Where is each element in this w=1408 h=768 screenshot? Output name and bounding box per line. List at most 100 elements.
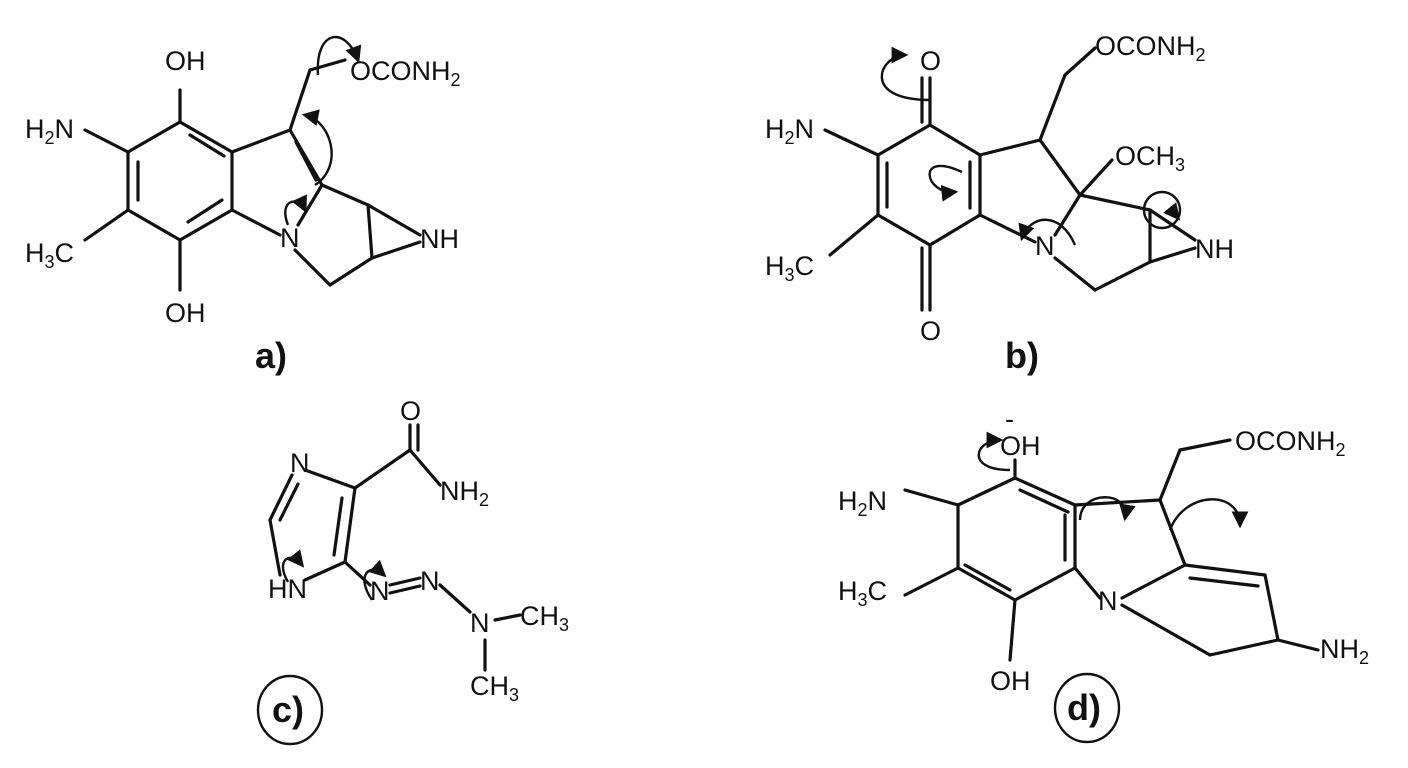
bond-line xyxy=(1178,438,1232,452)
atom-label: N xyxy=(280,223,300,253)
bond-line xyxy=(288,68,312,132)
atom-label: H3C xyxy=(25,238,74,272)
bond-line xyxy=(343,486,357,564)
atom-label: NH2 xyxy=(440,476,489,510)
atom-label: OH xyxy=(165,298,206,328)
bond-line xyxy=(956,476,1017,507)
bond-line xyxy=(1013,566,1077,602)
caption-a: a) xyxy=(255,335,287,376)
bond-line xyxy=(1008,598,1017,662)
bond-line xyxy=(1073,498,1162,507)
curved-arrow xyxy=(1078,496,1136,522)
bond-line xyxy=(1158,448,1182,502)
curved-arrow xyxy=(316,35,362,76)
atom-label: OCH3 xyxy=(1115,141,1185,175)
bond-line xyxy=(1263,573,1280,642)
bond-line xyxy=(1038,138,1082,197)
atom-label: N xyxy=(370,576,390,606)
curved-arrow xyxy=(880,46,931,102)
atom-label: N xyxy=(290,448,310,478)
bond-line xyxy=(1038,73,1067,142)
bond-line xyxy=(1073,566,1102,600)
bond-line xyxy=(126,120,182,154)
bond-line xyxy=(370,240,422,260)
bond-line xyxy=(328,256,374,287)
curved-arrow xyxy=(1168,498,1249,531)
atom-label: HN xyxy=(268,574,307,604)
bond-line xyxy=(1158,498,1187,567)
caption-b: b) xyxy=(1005,335,1039,376)
bond-line xyxy=(83,128,130,154)
molecule-d: OH - OH H2N H3C N OCONH2 NH2 d) xyxy=(838,404,1369,728)
caption-d: d) xyxy=(1067,687,1101,728)
atom-label: OCONH2 xyxy=(1095,31,1206,65)
curved-arrow xyxy=(363,559,387,601)
bond-line xyxy=(903,566,960,597)
bond-line xyxy=(388,584,422,595)
caption-c: c) xyxy=(272,689,304,730)
bond-line xyxy=(268,518,282,577)
bond-line xyxy=(294,140,318,182)
atom-label: N xyxy=(1098,586,1118,616)
bond-line xyxy=(1078,158,1114,197)
curved-arrow xyxy=(281,549,305,583)
bond-line xyxy=(296,183,324,227)
atom-label: H3C xyxy=(765,251,814,285)
molecule-a: OH OH H2N H3C N NH OCONH2 a) xyxy=(25,46,461,376)
caption-circle xyxy=(256,674,324,746)
atom-label: N xyxy=(420,566,440,596)
bond-line xyxy=(928,123,982,157)
atom-label: OH xyxy=(165,46,206,76)
bond-line xyxy=(343,560,372,587)
bond-line xyxy=(1053,193,1082,237)
bonds xyxy=(83,46,1320,672)
curved-arrow xyxy=(301,109,333,186)
bond-line xyxy=(308,58,347,72)
atom-label: O xyxy=(400,396,421,426)
curved-arrows xyxy=(256,35,1249,746)
bond-line xyxy=(178,120,234,154)
bond-line xyxy=(876,213,932,247)
molecule-c: O NH2 N HN N N N CH3 CH3 c) xyxy=(268,396,569,730)
charge-label: - xyxy=(1005,404,1014,434)
bond-line xyxy=(1276,638,1320,652)
bond-line xyxy=(288,128,324,187)
bond-line xyxy=(1208,638,1280,657)
bond-line xyxy=(1183,563,1267,577)
bond-line xyxy=(303,560,347,582)
curved-arrow xyxy=(928,164,963,202)
atom-label: OCONH2 xyxy=(1235,426,1346,460)
bond-line xyxy=(366,203,374,260)
atom-label: NH xyxy=(420,224,459,254)
bond-line xyxy=(1120,603,1212,657)
bond-line xyxy=(408,448,442,487)
bond-line xyxy=(928,213,982,247)
molecule-b: O O H2N H3C N NH OCONH2 OCH3 b) xyxy=(765,31,1234,376)
bond-line xyxy=(320,183,370,207)
bond-line xyxy=(278,482,300,522)
curved-arrow xyxy=(1018,218,1077,246)
bond-line xyxy=(83,208,130,242)
bond-line xyxy=(353,448,412,490)
bond-line xyxy=(823,128,880,157)
bond-line xyxy=(956,566,1017,602)
bond-line xyxy=(230,208,282,237)
atom-label: NH2 xyxy=(1320,634,1369,668)
bond-line xyxy=(1078,193,1152,212)
bond-line xyxy=(1053,256,1097,292)
bond-line xyxy=(828,213,880,257)
bond-line xyxy=(186,198,224,224)
curved-arrow xyxy=(284,194,307,226)
atom-label: CH3 xyxy=(470,671,519,705)
atom-label: O xyxy=(920,46,941,76)
bond-line xyxy=(303,468,357,490)
atom-label: H2N xyxy=(765,114,814,148)
curved-arrow xyxy=(1163,202,1181,221)
atom-label: H2N xyxy=(25,114,74,148)
bond-line xyxy=(876,123,932,157)
bond-line xyxy=(978,138,1042,157)
atom-label: NH xyxy=(1195,234,1234,264)
atom-label: N xyxy=(470,608,490,638)
atom-label: O xyxy=(920,316,941,346)
